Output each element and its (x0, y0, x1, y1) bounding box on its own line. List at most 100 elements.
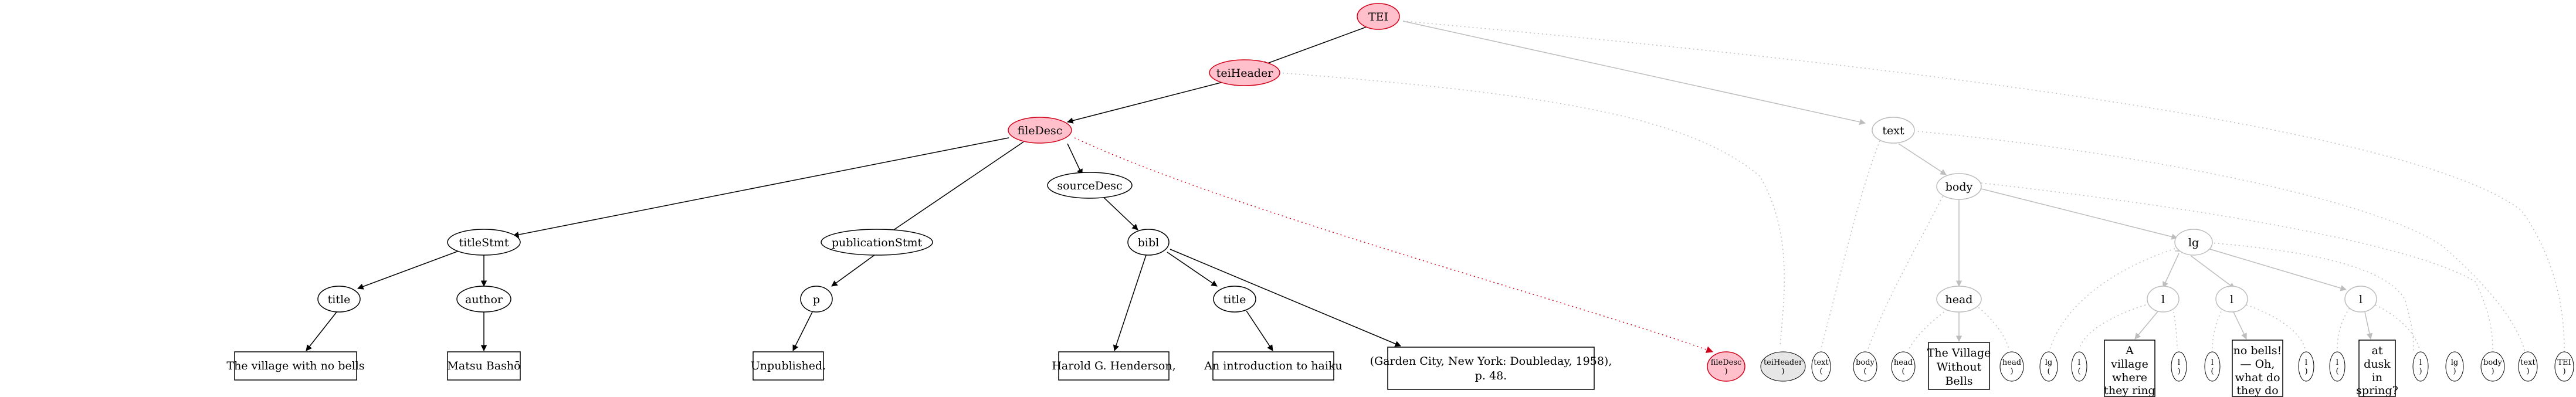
edge-l3-text (2364, 311, 2373, 340)
edge-body-open (1867, 196, 1943, 350)
edge-filedesc-publicationstmt (886, 141, 1024, 235)
edge-tei-text (1402, 21, 1866, 125)
edges-dotted-end (1074, 21, 2565, 353)
edge-titlestmt-title (357, 249, 464, 290)
edge-lg-end (2209, 242, 2414, 352)
leaf-head-text: The Village Without Bells (1927, 342, 1991, 390)
opentag-lg[interactable]: lg ( (2039, 351, 2058, 382)
edge-bibl-garden (1170, 249, 1401, 347)
opentag-body-paren: ( (1863, 367, 1866, 376)
opentag-head-label: head (1894, 358, 1913, 367)
endtag-lg[interactable]: lg ) (2445, 351, 2464, 382)
node-text-label: text (1882, 124, 1904, 137)
leaf-l1-line3: where (2112, 371, 2147, 384)
node-body-label: body (1945, 181, 1973, 194)
endtag-text-label: text (2520, 358, 2536, 367)
opentag-l3-paren: ( (2336, 367, 2338, 376)
opentag-l1-paren: ( (2077, 367, 2080, 376)
endtag-l1-paren: ) (2177, 367, 2180, 376)
leaf-l3-line3: in (2372, 371, 2382, 384)
node-l1[interactable]: l (2147, 286, 2180, 313)
node-title2[interactable]: title (1213, 286, 1256, 313)
endtag-filedesc-paren: ) (1724, 367, 1727, 376)
edge-lg-l1-shown-line (2163, 253, 2180, 288)
nodes: TEI teiHeader fileDesc titleStmt publica… (317, 3, 2377, 313)
opentag-body[interactable]: body ( (1853, 351, 1877, 382)
opentag-l1-label: l (2078, 358, 2080, 367)
edge-title2-text (1246, 310, 1273, 351)
node-author-label: author (465, 293, 503, 306)
endtag-l1[interactable]: l ) (2171, 351, 2187, 382)
node-sourcedesc[interactable]: sourceDesc (1047, 172, 1133, 199)
node-publicationstmt-label: publicationStmt (832, 236, 923, 249)
edge-lg-l2 (2190, 255, 2235, 289)
node-body[interactable]: body (1936, 173, 1982, 200)
node-publicationstmt[interactable]: publicationStmt (821, 229, 933, 256)
endtag-filedesc[interactable]: fileDesc ) (1707, 351, 1745, 382)
edge-lg-l3 (2208, 248, 2347, 291)
node-bibl-label: bibl (1138, 236, 1159, 249)
node-l3[interactable]: l (2344, 286, 2377, 313)
node-title2-label: title (1223, 293, 1246, 306)
opentag-text-paren: ( (1819, 367, 1822, 376)
endtag-text-paren: ) (2526, 367, 2529, 376)
endtag-l2-label: l (2305, 358, 2307, 367)
edge-filedesc-sourcedesc (1067, 143, 1083, 175)
node-text[interactable]: text (1872, 117, 1915, 144)
opentag-head[interactable]: head ( (1891, 351, 1916, 382)
node-titlestmt[interactable]: titleStmt (447, 229, 521, 256)
endtag-text[interactable]: text ) (2518, 351, 2538, 382)
leaf-l1-line2: village (2110, 358, 2148, 371)
endtag-tei-paren: ) (2563, 367, 2565, 376)
leaf-l2-line1: no bells! (2233, 344, 2282, 357)
leaf-l3-line2: dusk (2364, 358, 2391, 371)
leaf-l3-text: at dusk in spring? (2356, 340, 2398, 397)
edge-text-body (1898, 143, 1947, 175)
endtag-head-label: head (2002, 358, 2021, 367)
node-l1-label: l (2161, 293, 2165, 306)
node-head[interactable]: head (1936, 286, 1982, 313)
endtag-head[interactable]: head ) (1999, 351, 2024, 382)
endtag-lg-paren: ) (2453, 367, 2456, 376)
edge-l1-open (2079, 304, 2146, 350)
node-head-label: head (1945, 293, 1973, 306)
endtag-tei[interactable]: TEI ) (2554, 351, 2574, 382)
node-tei[interactable]: TEI (1357, 3, 1400, 30)
leaf-title-label: The village with no bells (226, 359, 364, 372)
leaf-garden-line2: p. 48. (1475, 369, 1507, 382)
opentag-l1[interactable]: l ( (2071, 351, 2087, 382)
endtag-l3-label: l (2419, 358, 2422, 367)
node-lg-label: lg (2188, 236, 2199, 249)
opentag-l2-paren: ( (2211, 367, 2214, 376)
leaf-henderson-label: Harold G. Henderson, (1052, 359, 1175, 372)
opentag-lg-label: lg (2045, 358, 2052, 367)
node-title1[interactable]: title (317, 286, 361, 313)
leaf-unpublished-text: Unpublished. (751, 351, 826, 381)
opentag-text[interactable]: text ( (1811, 351, 1831, 382)
endtag-l2[interactable]: l ) (2298, 351, 2314, 382)
edge-text-open (1821, 140, 1880, 350)
node-teiheader[interactable]: teiHeader (1209, 59, 1280, 86)
leaf-head-line1: The Village (1927, 347, 1991, 359)
node-l2[interactable]: l (2215, 286, 2248, 313)
opentag-l3[interactable]: l ( (2329, 351, 2345, 382)
opentag-l2[interactable]: l ( (2204, 351, 2221, 382)
endtag-body[interactable]: body ) (2480, 351, 2505, 382)
endtag-filedesc-label: fileDesc (1711, 358, 1742, 367)
leaf-l1-line1: A (2125, 344, 2134, 357)
node-title1-label: title (328, 293, 351, 306)
endtag-teiheader[interactable]: teiHeader ) (1760, 351, 1806, 382)
node-tei-label: TEI (1368, 11, 1388, 23)
leaf-author-label: Matsu Bashō (447, 359, 520, 372)
endtag-l3[interactable]: l ) (2412, 351, 2429, 382)
node-filedesc[interactable]: fileDesc (1008, 117, 1072, 144)
node-p[interactable]: p (800, 286, 833, 313)
node-author[interactable]: author (456, 286, 511, 313)
edge-teiheader-filedesc (1066, 82, 1223, 124)
node-bibl[interactable]: bibl (1127, 229, 1170, 256)
node-lg[interactable]: lg (2174, 229, 2213, 256)
leaf-intro-label: An introduction to haiku (1204, 359, 1342, 372)
end-tag-nodes: fileDesc ) teiHeader ) text ( body ( hea… (1707, 351, 2574, 382)
edge-bibl-henderson (1113, 253, 1147, 351)
